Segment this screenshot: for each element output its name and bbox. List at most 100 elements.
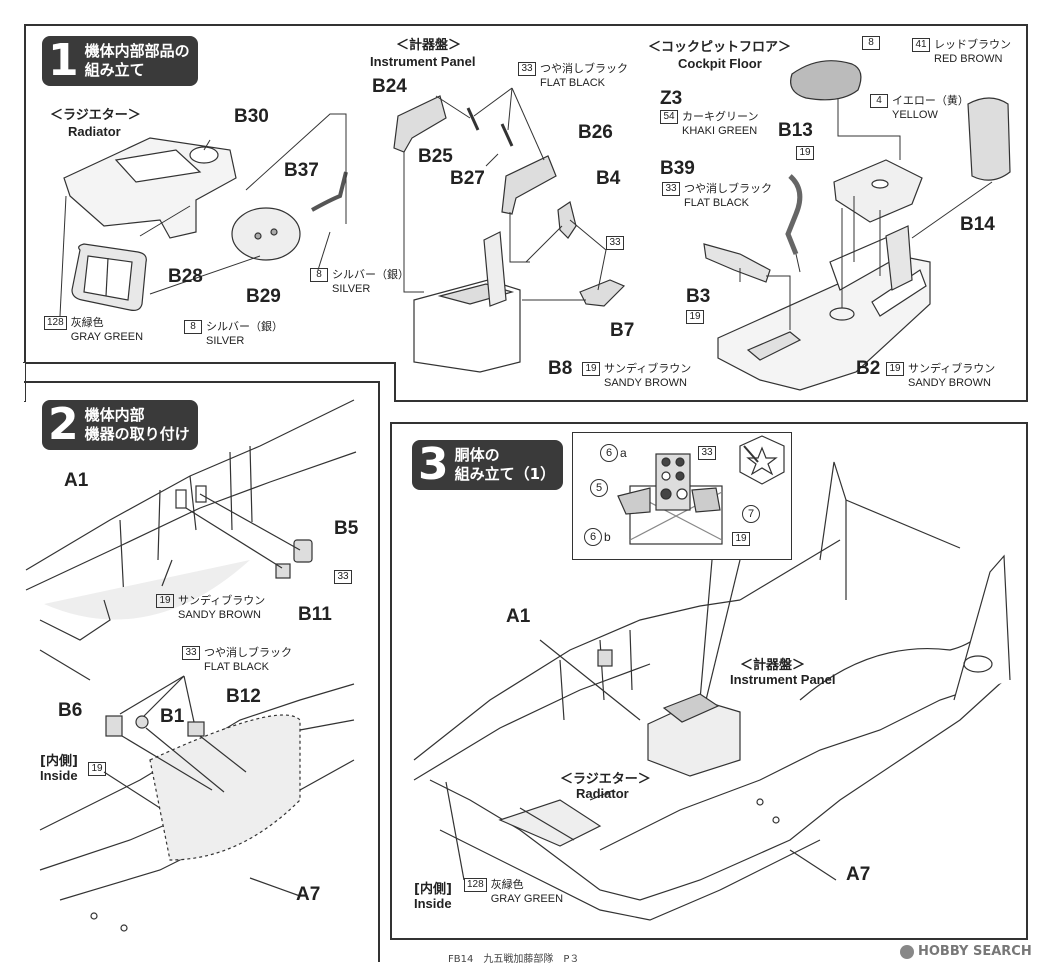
radiator-header-jp: ＜ラジエター＞ (50, 108, 141, 123)
paint-jp: つや消しブラック (540, 62, 628, 75)
part-B12: B12 (226, 686, 261, 707)
paint-callout-33-inset: 33 (698, 446, 716, 460)
paint-code: 8 (184, 320, 202, 334)
part-B7: B7 (610, 320, 635, 341)
paint-code: 19 (686, 310, 704, 324)
paint-en: SANDY BROWN (908, 377, 991, 389)
paint-code: 19 (156, 594, 174, 608)
paint-jp: シルバー（銀） (332, 268, 409, 281)
paint-callout-red-brown: 41 レッドブラウン RED BROWN (912, 38, 1011, 66)
part-B3: B3 (686, 286, 711, 307)
part-b6-shape (105, 715, 123, 737)
stick-b39-part (785, 174, 803, 255)
tail-fin (953, 554, 1011, 701)
decal-6a-number: 6 (600, 444, 618, 462)
part-A1-step3: A1 (506, 606, 531, 627)
decal-5: 5 (590, 476, 608, 497)
pedal-b4-part (557, 201, 577, 239)
decal-6a: 6 a (600, 444, 627, 462)
paint-jp: サンディブラウン (604, 362, 692, 375)
paint-en: SILVER (332, 283, 371, 295)
part-b12-shape (187, 721, 205, 737)
part-B6: B6 (58, 700, 83, 721)
step3-inside-jp: [内側] (414, 882, 452, 897)
paint-en: FLAT BLACK (540, 77, 606, 89)
paint-callout-silver-b28: 8 シルバー（銀）SILVER (184, 320, 283, 348)
part-B24: B24 (372, 76, 407, 97)
radiator-part (63, 137, 237, 239)
decal-7-number: 7 (742, 505, 760, 523)
paint-en: RED BROWN (934, 53, 1003, 65)
instrument-header-jp: ＜計器盤＞ (396, 38, 462, 53)
decal-6b: 6 b (584, 528, 611, 546)
decal-7: 7 (742, 502, 760, 523)
step2-number: 2 (48, 399, 79, 450)
radiator-header-en: Radiator (68, 124, 121, 139)
page-footer: FB14 九五戦加藤部隊 P３ (448, 954, 580, 965)
seat-back-b14-part (967, 97, 1011, 181)
part-B30: B30 (234, 106, 269, 127)
decal-inset (572, 432, 792, 560)
paint-jp: サンディブラウン (908, 362, 996, 375)
paint-en: YELLOW (892, 109, 938, 121)
step2-title: 機体内部 機器の取り付け (84, 406, 190, 443)
part-B37: B37 (284, 160, 319, 181)
pedal-b7-part (579, 279, 626, 307)
tail-fin-upper (819, 461, 847, 600)
instrument-b26-part (501, 155, 557, 215)
paint-callout-silver-b37: 8 シルバー（銀） SILVER (310, 268, 409, 296)
paint-jp: 灰緑色 (70, 316, 104, 329)
part-b5-shape (293, 539, 313, 563)
decal-5-number: 5 (590, 479, 608, 497)
paint-en: KHAKI GREEN (682, 125, 758, 137)
step1-badge: 1 機体内部部品の 組み立て (42, 36, 198, 86)
paint-code: 19 (796, 146, 814, 160)
step2-badge: 2 機体内部 機器の取り付け (42, 400, 198, 450)
paint-code: 33 (606, 236, 624, 250)
instrument-header-en: Instrument Panel (370, 54, 476, 69)
part-A7-step3: A7 (846, 864, 871, 885)
step3-instrument-jp: ＜計器盤＞ (740, 658, 806, 673)
paint-code: 128 (464, 878, 487, 892)
paint-code: 8 (862, 36, 880, 50)
paint-callout-yellow: 4 イエロー（黄）YELLOW (870, 94, 969, 122)
part-Z3: Z3 (660, 88, 683, 109)
part-B4: B4 (596, 168, 621, 189)
paint-callout-khaki-green: 54 カーキグリーン KHAKI GREEN (660, 110, 758, 138)
decal-6a-suffix: a (620, 446, 627, 460)
step3-radiator-en: Radiator (576, 786, 629, 801)
paint-code: 33 (182, 646, 200, 660)
paint-jp: カーキグリーン (682, 110, 759, 123)
paint-code: 54 (660, 110, 678, 124)
part-B39: B39 (660, 158, 695, 179)
paint-en: SILVER (206, 335, 245, 347)
paint-jp: イエロー（黄） (892, 94, 969, 107)
paint-en: FLAT BLACK (684, 197, 750, 209)
part-B25: B25 (418, 146, 453, 167)
cushion-z3-part (790, 60, 862, 101)
decal-6b-suffix: b (604, 530, 611, 544)
paint-jp: レッドブラウン (934, 38, 1011, 51)
paint-callout-33-b5: 33 (334, 570, 352, 584)
paint-code: 41 (912, 38, 930, 52)
step3-badge: 3 胴体の 組み立て（1） (412, 440, 564, 490)
paint-code: 8 (310, 268, 328, 282)
part-b1-shape (135, 715, 149, 729)
paint-callout-19-b3: 19 (686, 310, 704, 324)
paint-en: SANDY BROWN (604, 377, 687, 389)
paint-en: SANDY BROWN (178, 609, 261, 621)
paint-en: GRAY GREEN (70, 331, 144, 343)
step1-panel (24, 24, 1028, 402)
paint-callout-19-b13: 19 (796, 146, 814, 160)
cockpit-header-en: Cockpit Floor (678, 56, 762, 71)
step1-title: 機体内部部品の 組み立て (84, 42, 190, 79)
part-B11: B11 (298, 604, 332, 625)
